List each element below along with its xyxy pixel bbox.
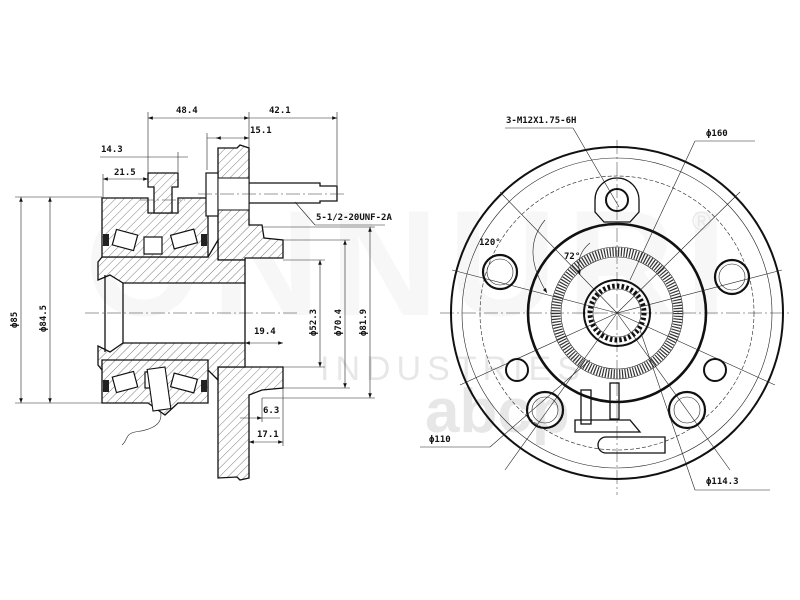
dim-17-1: 17.1	[257, 430, 279, 440]
sensor-boss	[147, 172, 179, 214]
flange-section-lower	[217, 366, 284, 481]
bolt-pitch-circle	[479, 175, 755, 451]
angle-120: 120°	[479, 238, 501, 248]
wheel-stud	[140, 172, 345, 217]
dim-dia-114-3: ϕ114.3	[706, 477, 739, 487]
bolt-thread-label: 3-M12X1.75-6H	[506, 116, 576, 126]
dim-dia-81-9: ϕ81.9	[359, 309, 369, 336]
watermark-registered: ®	[692, 206, 711, 236]
spline-teeth	[587, 283, 647, 343]
dim-dia-160: ϕ160	[706, 129, 728, 139]
front-view: 3-M12X1.75-6H ϕ160 120° 72° ϕ110 ϕ114.3	[420, 116, 790, 495]
sensor-mount	[574, 382, 666, 454]
flange-outer-circle	[450, 146, 784, 480]
flange-inner-circle	[461, 157, 773, 469]
dim-dia-85: ϕ85	[10, 312, 20, 328]
pilot-circle	[526, 222, 708, 404]
bolt-holes	[481, 177, 751, 430]
dimension-labels: 48.4 42.1 15.1 14.3 21.5 5-1/2-20UNF-2A …	[10, 106, 392, 440]
spline-root	[592, 288, 642, 338]
radial-lines	[451, 191, 783, 471]
dim-dia-84-5: ϕ84.5	[39, 305, 49, 332]
dim-14-3: 14.3	[101, 145, 123, 155]
dim-6-3: 6.3	[263, 406, 279, 416]
stud-thread-label: 5-1/2-20UNF-2A	[316, 213, 392, 223]
dim-dia-70-4: ϕ70.4	[334, 308, 344, 336]
angle-72: 72°	[564, 252, 580, 262]
section-view: 48.4 42.1 15.1 14.3 21.5 5-1/2-20UNF-2A …	[10, 106, 392, 481]
dim-dia-52-3: ϕ52.3	[309, 309, 319, 336]
tone-ring-inner	[560, 256, 674, 370]
dim-48-4: 48.4	[176, 106, 198, 116]
wheel-speed-sensor	[146, 366, 172, 412]
sensor-wire	[121, 409, 162, 446]
front-dimension-labels: 3-M12X1.75-6H ϕ160 120° 72° ϕ110 ϕ114.3	[429, 116, 739, 487]
dim-21-5: 21.5	[114, 168, 136, 178]
dim-dia-110: ϕ110	[429, 435, 451, 445]
dimensions	[15, 112, 385, 446]
dim-15-1: 15.1	[250, 126, 272, 136]
dim-19-4: 19.4	[254, 327, 276, 337]
leaders	[420, 127, 770, 491]
watermark-sub: INDUSTRIES	[320, 350, 586, 388]
tone-ring-outer	[550, 246, 684, 380]
abs-tone-ring	[551, 247, 683, 379]
dim-42-1: 42.1	[269, 106, 291, 116]
hub-bore-circle	[583, 279, 651, 347]
